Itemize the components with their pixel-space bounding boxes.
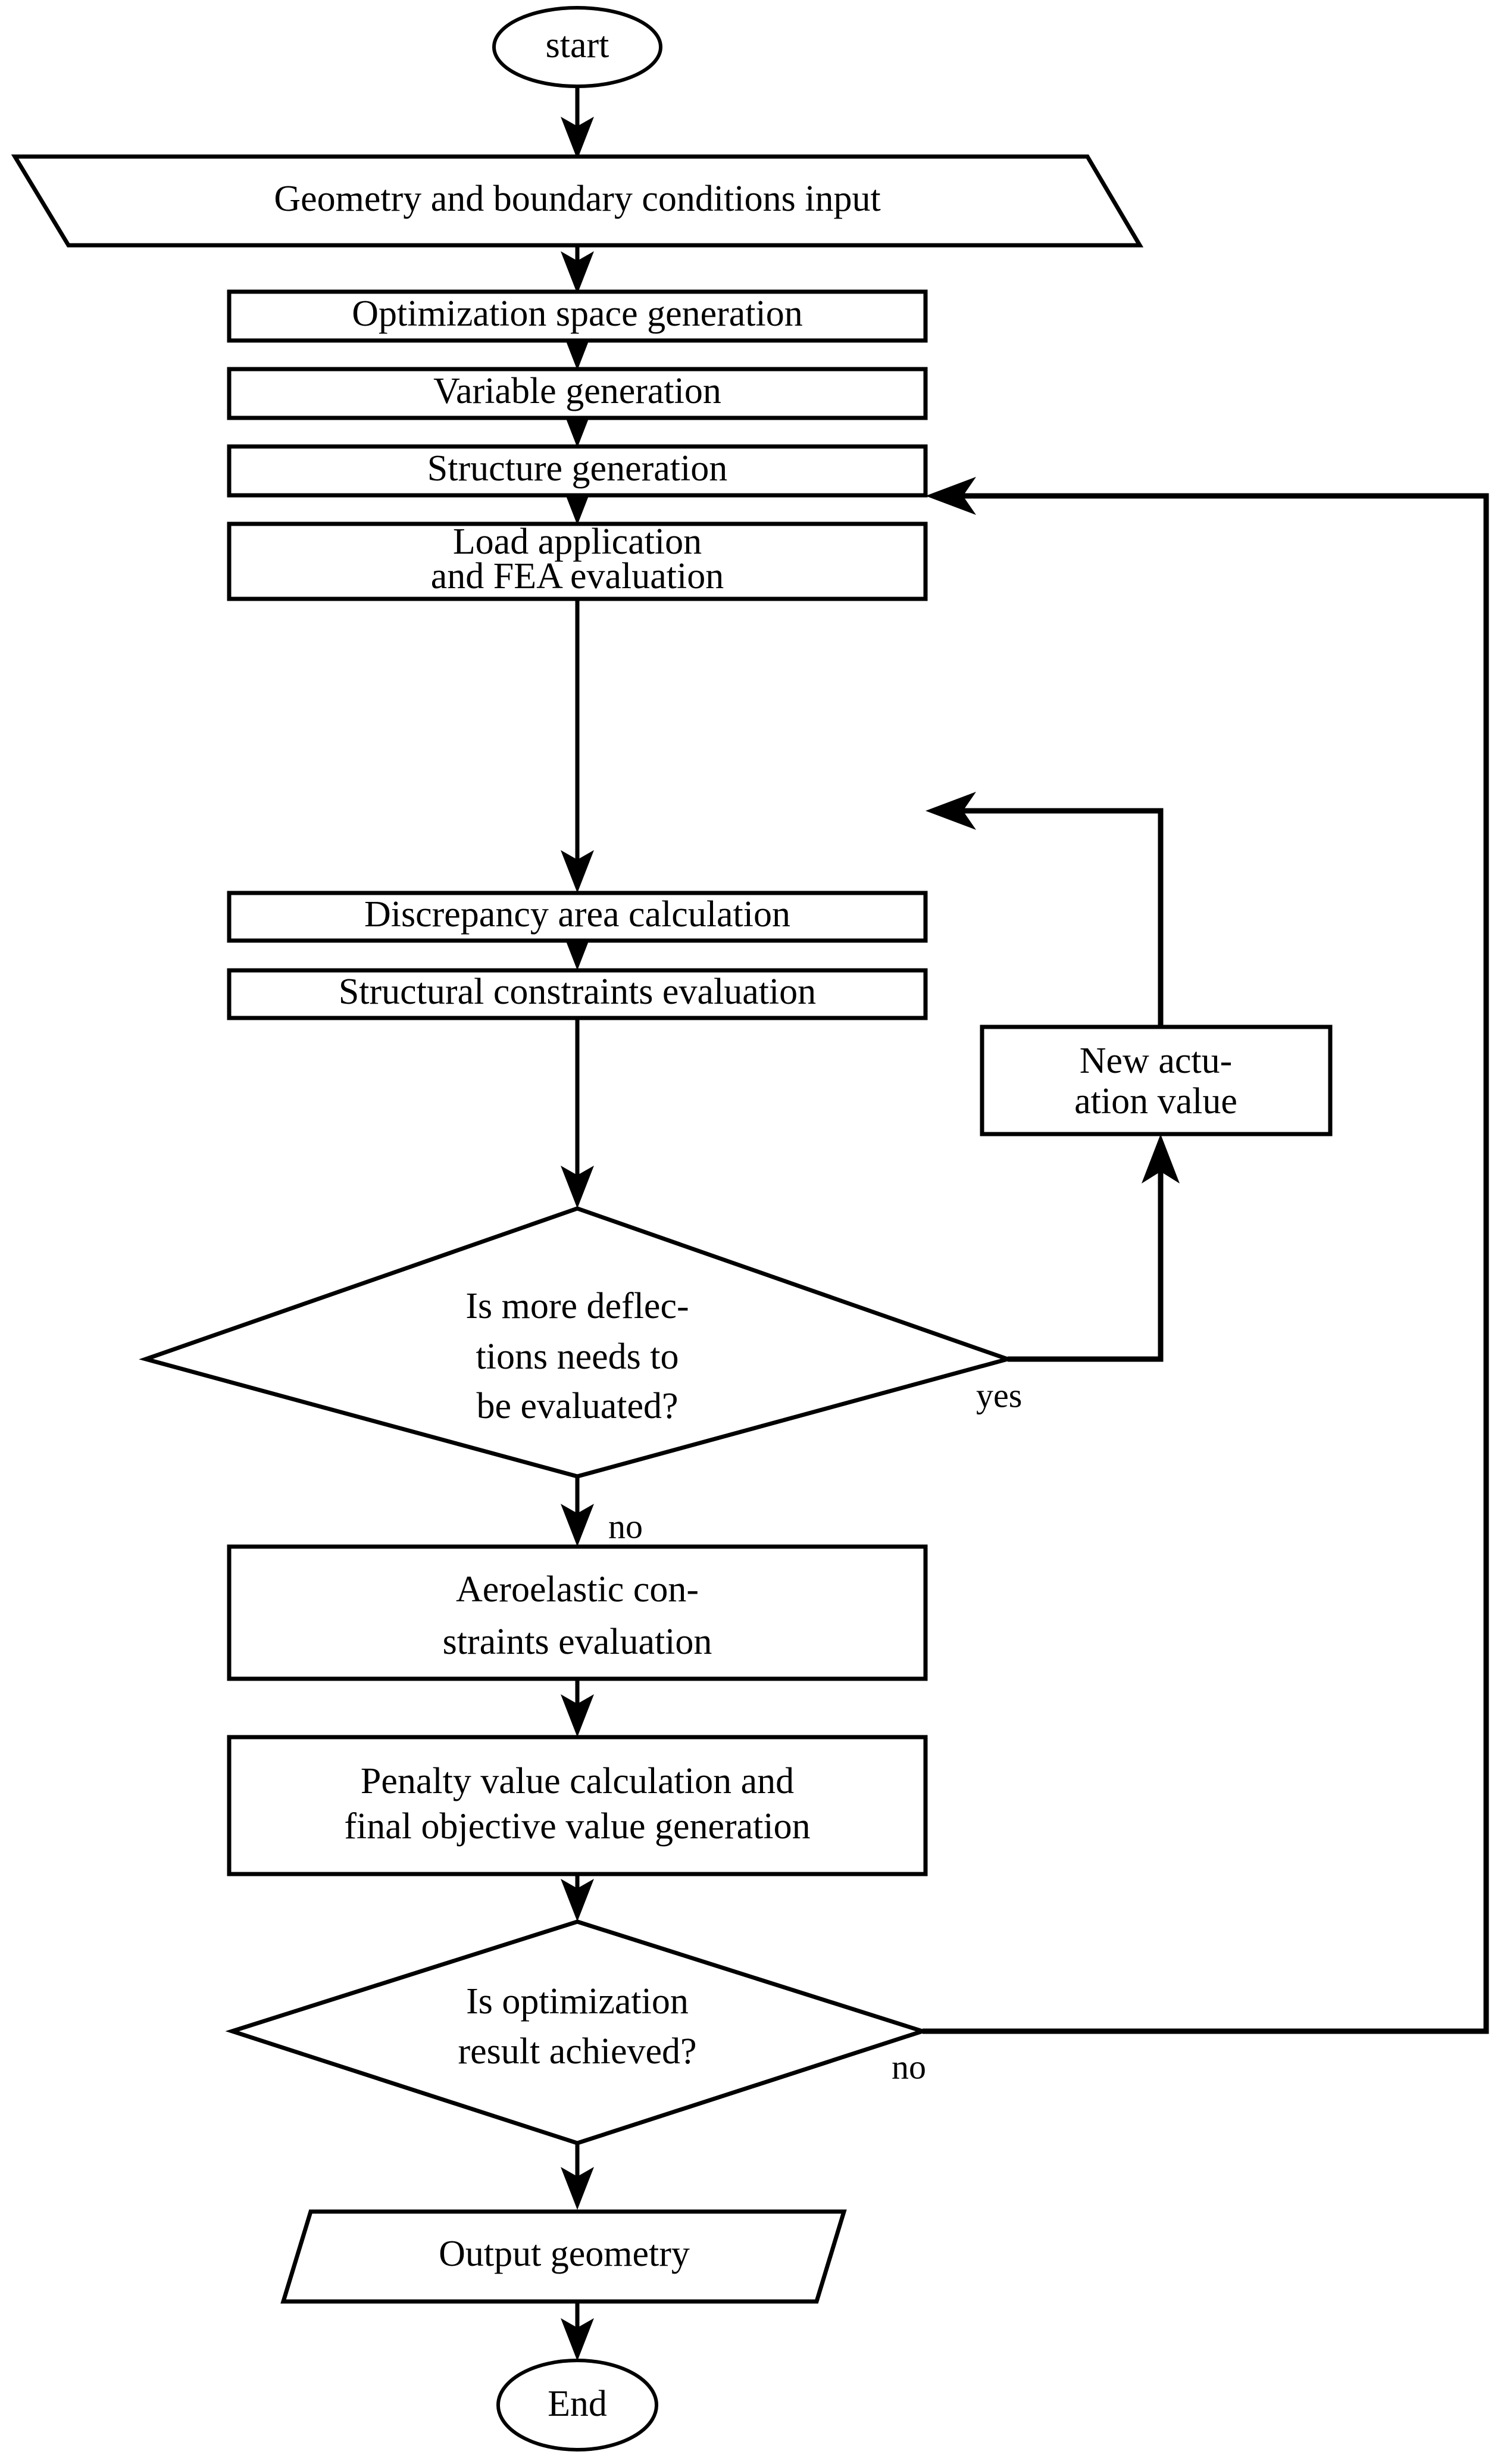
- node-decision-more-deflections[interactable]: Is more deflec- tions needs to be evalua…: [139, 1206, 1015, 1479]
- edge-label-optimization-no: no: [892, 2047, 926, 2086]
- node-structure-generation[interactable]: Structure generation: [227, 444, 928, 498]
- node-decision-optimization-result-label-line2: result achieved?: [458, 2031, 696, 2072]
- connector-decision2-no-to-variable: [923, 477, 1489, 2034]
- connector-input-to-optspace: [561, 245, 594, 294]
- node-output-geometry[interactable]: Output geometry: [280, 2209, 847, 2304]
- connector-newactuation-to-load: [926, 792, 1164, 1027]
- node-variable-generation[interactable]: Variable generation: [227, 367, 928, 420]
- node-structural-constraints-evaluation-label: Structural constraints evaluation: [339, 972, 816, 1012]
- edge-label-deflections-no: no: [608, 1507, 643, 1545]
- node-load-application-fea-label-line1: Load application: [453, 521, 702, 562]
- connector-penalty-to-decision2: [561, 1874, 594, 1922]
- connector-decision2-to-output: [561, 2143, 594, 2210]
- node-penalty-value-calculation-label-line1: Penalty value calculation and: [361, 1761, 794, 1801]
- node-discrepancy-area-calculation[interactable]: Discrepancy area calculation: [227, 891, 928, 943]
- node-penalty-value-calculation[interactable]: Penalty value calculation and final obje…: [227, 1735, 928, 1876]
- connector-decision1-yes-to-newactuation: [1008, 1134, 1180, 1362]
- node-end[interactable]: End: [496, 2359, 658, 2451]
- node-input-label: Geometry and boundary conditions input: [274, 179, 880, 219]
- node-new-actuation-value[interactable]: New actu- ation value: [980, 1025, 1333, 1136]
- node-decision-more-deflections-label-line1: Is more deflec-: [465, 1286, 689, 1326]
- node-penalty-value-calculation-label-line2: final objective value generation: [344, 1806, 810, 1847]
- connector-start-to-input: [561, 87, 594, 160]
- node-load-application-fea-label-line2: and FEA evaluation: [431, 556, 724, 597]
- node-optimization-space-generation-label: Optimization space generation: [352, 293, 803, 334]
- node-decision-optimization-result-label-line1: Is optimization: [466, 1981, 689, 2022]
- connector-decision1-no-to-aeroelastic: [561, 1476, 594, 1547]
- node-output-geometry-label: Output geometry: [439, 2234, 690, 2274]
- node-discrepancy-area-calculation-label: Discrepancy area calculation: [364, 894, 790, 935]
- connector-aeroelastic-to-penalty: [561, 1679, 594, 1737]
- node-load-application-fea[interactable]: Load application and FEA evaluation: [227, 521, 928, 601]
- node-input[interactable]: Geometry and boundary conditions input: [11, 154, 1144, 248]
- node-end-label: End: [548, 2384, 607, 2424]
- node-decision-more-deflections-label-line2: tions needs to: [476, 1336, 679, 1377]
- node-decision-more-deflections-label-line3: be evaluated?: [476, 1386, 678, 1426]
- edge-label-deflections-yes: yes: [976, 1376, 1022, 1414]
- node-structural-constraints-evaluation[interactable]: Structural constraints evaluation: [227, 968, 928, 1020]
- node-decision-optimization-result[interactable]: Is optimization result achieved?: [225, 1919, 930, 2146]
- node-structure-generation-label: Structure generation: [427, 448, 727, 489]
- node-new-actuation-value-label-line2: ation value: [1074, 1081, 1237, 1122]
- connector-output-to-end: [561, 2301, 594, 2361]
- node-start[interactable]: start: [492, 6, 662, 88]
- node-aeroelastic-constraints-evaluation-label-line1: Aeroelastic con-: [456, 1569, 699, 1610]
- node-aeroelastic-constraints-evaluation[interactable]: Aeroelastic con- straints evaluation: [227, 1544, 928, 1681]
- node-variable-generation-label: Variable generation: [433, 371, 721, 411]
- connector-structconstraints-to-decision1: [561, 1017, 594, 1208]
- node-optimization-space-generation[interactable]: Optimization space generation: [227, 289, 928, 343]
- node-start-label: start: [546, 25, 609, 65]
- node-new-actuation-value-label-line1: New actu-: [1080, 1041, 1232, 1081]
- connector-load-to-discrepancy: [561, 598, 594, 893]
- node-aeroelastic-constraints-evaluation-label-line2: straints evaluation: [443, 1622, 712, 1662]
